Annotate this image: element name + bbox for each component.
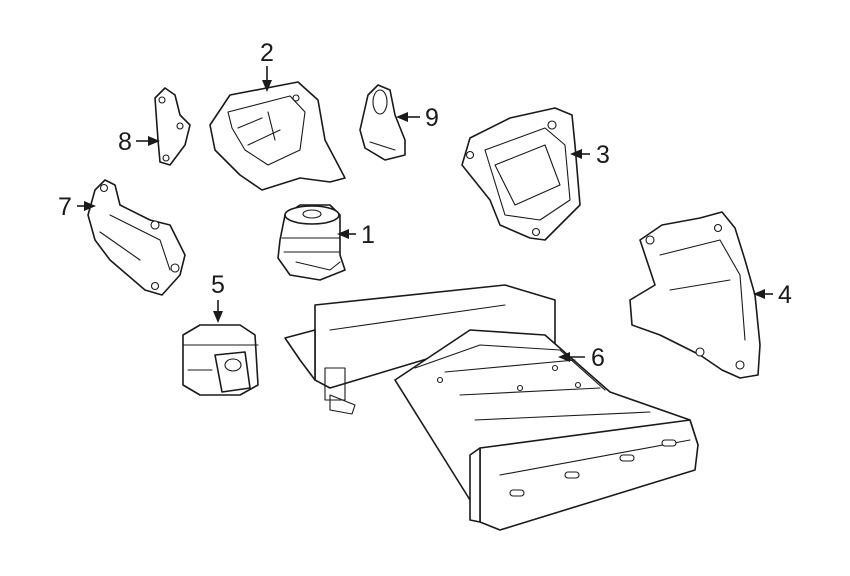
leader-1 <box>337 229 356 239</box>
leader-9 <box>396 112 420 122</box>
part-4-engine-bracket <box>629 211 761 379</box>
leader-3 <box>570 149 590 159</box>
callout-7: 7 <box>58 193 72 221</box>
callout-8: 8 <box>118 128 132 156</box>
callout-2: 2 <box>260 39 274 67</box>
callout-6: 6 <box>591 344 605 372</box>
callout-5: 5 <box>211 271 225 299</box>
callout-3: 3 <box>596 141 610 169</box>
part-3-mount-bracket <box>461 107 581 241</box>
callout-9: 9 <box>425 104 439 132</box>
leader-2 <box>262 66 272 92</box>
part-9-stop <box>359 84 406 161</box>
callout-4: 4 <box>778 281 792 309</box>
leader-7 <box>77 201 96 211</box>
part-6-crossmember <box>284 284 699 531</box>
part-5-trans-mount <box>182 324 259 396</box>
part-7-engine-bracket <box>87 179 186 296</box>
leader-6 <box>558 352 585 362</box>
leader-5 <box>213 300 223 323</box>
leader-4 <box>753 289 773 299</box>
part-8-bracket <box>154 87 191 166</box>
callout-1: 1 <box>361 221 375 249</box>
leader-8 <box>136 136 160 146</box>
part-1-engine-mount <box>277 204 346 281</box>
part-2-heat-shield <box>209 81 346 191</box>
